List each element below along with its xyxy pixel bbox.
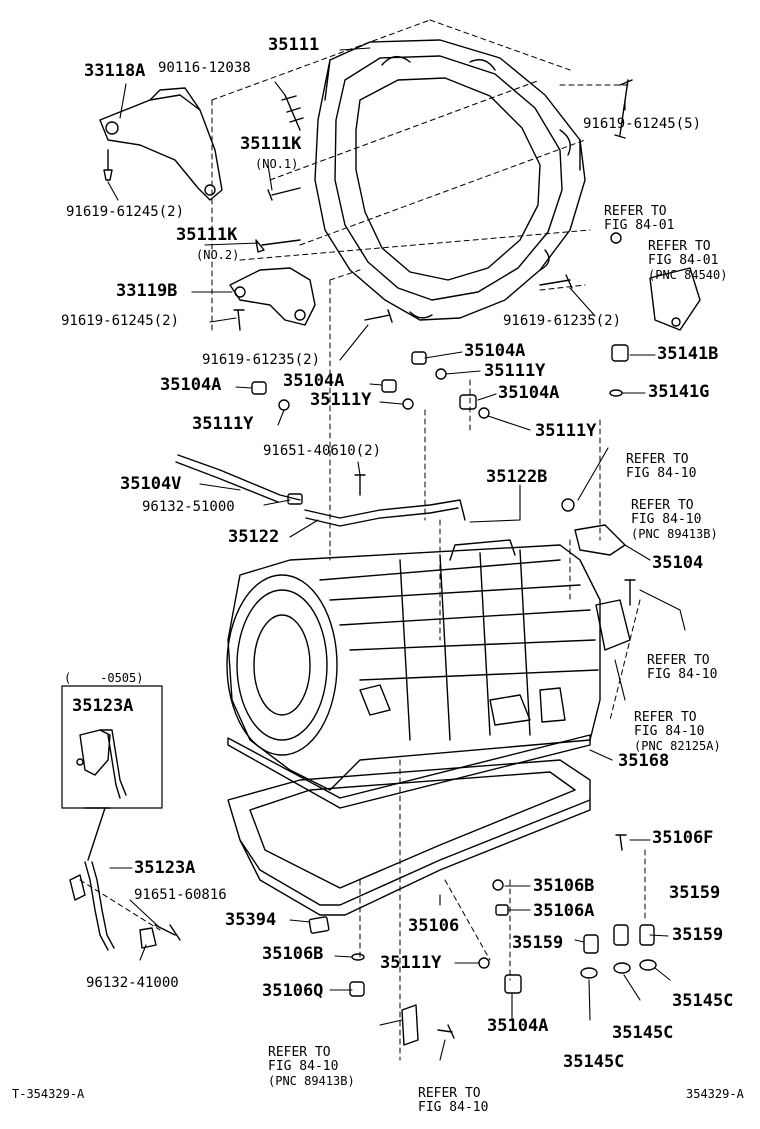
- bracket-33119b-drawing: [229, 267, 316, 326]
- part-label-35111y-5: 35111Y: [380, 953, 442, 973]
- part-label-91619-61245-5: 91619-61245(5): [583, 116, 702, 132]
- bracket-33118a-drawing: [99, 87, 223, 201]
- part-label-35141b: 35141B: [657, 344, 719, 364]
- part-label-35104a-5: 35104A: [487, 1016, 549, 1036]
- fitting-drawings: [251, 232, 701, 1046]
- part-label-35159-3: 35159: [672, 925, 724, 945]
- part-label-35104a-4: 35104A: [498, 383, 560, 403]
- part-label-90116-12038: 90116-12038: [158, 60, 251, 76]
- part-label-91651-60816: 91651-60816: [134, 887, 227, 903]
- leader-lines: [107, 47, 686, 1061]
- part-label-35106b-2: 35106B: [262, 944, 324, 964]
- tube-drawings: [175, 454, 466, 527]
- part-label-no1: (NO.1): [255, 157, 299, 171]
- part-label-35106q: 35106Q: [262, 981, 324, 1001]
- part-label-33118a: 33118A: [84, 61, 146, 81]
- part-label-91619-61235-2b: 91619-61235(2): [202, 352, 321, 368]
- assembly-guide-lines: [79, 19, 646, 1061]
- part-label-96132-41000: 96132-41000: [86, 975, 179, 991]
- footer-left-code: T-354329-A: [12, 1087, 85, 1101]
- part-label-35111y-1: 35111Y: [484, 361, 546, 381]
- part-label-35104: 35104: [652, 553, 704, 573]
- oil-pan-drawing: [227, 759, 591, 916]
- part-label-35141g: 35141G: [648, 382, 710, 402]
- part-label-35104v: 35104V: [120, 474, 182, 494]
- part-label-35122: 35122: [228, 527, 280, 547]
- part-label-35394: 35394: [225, 910, 277, 930]
- part-label-35111y-2: 35111Y: [310, 390, 372, 410]
- part-label-35159-2: 35159: [512, 933, 564, 953]
- bell-housing-drawing: [314, 39, 586, 321]
- dipstick-tube-drawing: [69, 861, 157, 951]
- part-label-35159-1: 35159: [669, 883, 721, 903]
- part-label-35106a: 35106A: [533, 901, 595, 921]
- part-label-91619-61245-2a: 91619-61245(2): [66, 204, 185, 220]
- footer-right-code: 354329-A: [686, 1087, 744, 1101]
- bolt-drawings: [154, 79, 636, 1039]
- part-label-35111k-1: 35111K: [240, 134, 302, 154]
- part-label-35111y-4: 35111Y: [535, 421, 597, 441]
- part-label-no2: (NO.2): [196, 248, 240, 262]
- part-label-35145c-2: 35145C: [612, 1023, 674, 1043]
- part-label-35111: 35111: [268, 35, 320, 55]
- part-label-35104a-2: 35104A: [160, 375, 222, 395]
- part-label-96132-51000: 96132-51000: [142, 499, 235, 515]
- part-label-35122b: 35122B: [486, 467, 548, 487]
- part-label-91619-61245-2b: 91619-61245(2): [61, 313, 180, 329]
- part-label-35145c-1: 35145C: [672, 991, 734, 1011]
- part-label-33119b: 33119B: [116, 281, 178, 301]
- part-label-35111k-2: 35111K: [176, 225, 238, 245]
- part-label-35111y-3: 35111Y: [192, 414, 254, 434]
- part-label-35168: 35168: [618, 751, 670, 771]
- part-label-35145c-3: 35145C: [563, 1052, 625, 1072]
- inset-range-label: ( -0505): [64, 671, 144, 685]
- part-label-91619-61235-2a: 91619-61235(2): [503, 313, 622, 329]
- part-label-35106f: 35106F: [652, 828, 714, 848]
- part-label-35106: 35106: [408, 916, 460, 936]
- part-label-35104a-1: 35104A: [464, 341, 526, 361]
- part-label-35104a-3: 35104A: [283, 371, 345, 391]
- inset-frame: [61, 685, 163, 861]
- gasket-drawing: [227, 734, 591, 809]
- part-label-35123a: 35123A: [134, 858, 196, 878]
- inset-part-label-35123a: 35123A: [72, 696, 134, 716]
- part-label-35106b-1: 35106B: [533, 876, 595, 896]
- part-label-91651-40610: 91651-40610(2): [263, 443, 382, 459]
- transmission-body-drawing: [226, 539, 601, 791]
